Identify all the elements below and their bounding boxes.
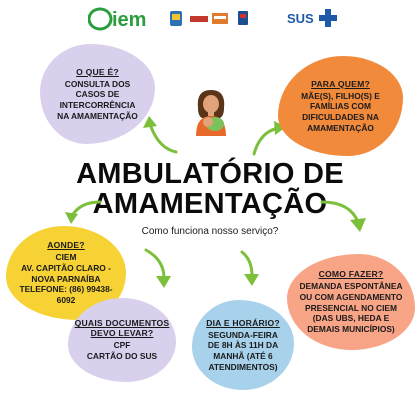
documentos-line: CARTÃO DO SUS [86,351,158,361]
dia-horario-card: DIA E HORÁRIO? SEGUNDA-FEIRA DE 8H ÀS 11… [192,300,294,390]
documentos-question: QUAIS DOCUMENTOS [74,318,170,329]
como-fazer-line: DEMAIS MUNICÍPIOS) [307,324,395,335]
sus-logo-icon: SUS [287,9,337,27]
page-subtitle: Como funciona nosso serviço? [141,226,279,237]
page-title: AMBULATÓRIO DE AMAMENTAÇÃO [0,160,420,219]
partner-logos-icon [170,11,248,26]
como-fazer-answer: DEMANDA ESPONTÂNEA OU COM AGENDAMENTO PR… [300,281,403,335]
iem-logo-icon: iem [87,7,146,31]
como-fazer-card: COMO FAZER? DEMANDA ESPONTÂNEA OU COM AG… [287,254,415,350]
arrow-to-o-que-e-icon [143,116,178,154]
como-fazer-question: COMO FAZER? [318,269,384,280]
para-quem-line: DIFICULDADES NA [302,112,379,122]
documentos-question-line2: DEVO LEVAR? [90,328,154,339]
para-quem-card: PARA QUEM? MÃE(S), FILHO(S) E FAMÍLIAS C… [278,56,403,156]
documentos-answer: CPF CARTÃO DO SUS [87,340,157,362]
aonde-line: TELEFONE: (86) 99438- [19,284,113,295]
dia-horario-answer: SEGUNDA-FEIRA DE 8H ÀS 11H DA MANHÃ (ATÉ… [208,330,278,373]
o-que-e-card: O QUE É? CONSULTA DOS CASOS DE INTERCORR… [40,44,155,144]
arrow-to-dia-horario-icon [240,250,259,286]
dia-horario-line: DE 8H ÀS 11H DA [207,340,279,351]
o-que-e-line: CASOS DE [75,89,120,100]
como-fazer-line: OU COM AGENDAMENTO [299,291,403,302]
como-fazer-line: PRESENCIAL NO CIEM [305,302,397,313]
mother-baby-icon [190,86,232,136]
sus-logo: SUS [287,7,339,29]
partner-logos [168,9,268,34]
dia-horario-line: MANHÃ (ATÉ 6 [213,351,273,361]
o-que-e-line: INTERCORRÊNCIA [59,100,136,110]
header-logos: iem SUS [0,0,420,40]
o-que-e-answer: CONSULTA DOS CASOS DE INTERCORRÊNCIA NA … [57,79,138,122]
como-fazer-line: DEMANDA ESPONTÂNEA [299,281,403,292]
sus-logo-text: SUS [287,11,314,26]
documentos-line: CPF [113,340,131,351]
o-que-e-line: NA AMAMENTAÇÃO [57,110,138,121]
aonde-line: CIEM [55,252,77,263]
para-quem-line: AMAMENTAÇÃO [307,122,374,133]
page-title-line1: AMBULATÓRIO DE [76,158,344,190]
page-title-line2: AMAMENTAÇÃO [92,188,328,220]
arrow-to-aonde-icon [65,200,102,224]
aonde-answer: CIEM AV. CAPITÃO CLARO - NOVA PARNAÍBA T… [19,252,112,306]
para-quem-answer: MÃE(S), FILHO(S) E FAMÍLIAS COM DIFICULD… [301,91,380,134]
aonde-question: AONDE? [47,240,85,251]
iem-logo-text: iem [112,9,146,31]
arrow-to-para-quem-icon [252,121,286,156]
dia-horario-line: ATENDIMENTOS) [208,361,278,372]
aonde-line: 6092 [56,295,76,306]
o-que-e-line: CONSULTA DOS [64,78,131,89]
arrow-to-como-fazer-icon [320,200,366,232]
para-quem-question: PARA QUEM? [311,78,370,89]
o-que-e-question: O QUE É? [76,66,119,77]
iem-logo: iem [87,6,154,32]
aonde-line: NOVA PARNAÍBA [31,273,101,284]
para-quem-line: FAMÍLIAS COM [310,101,371,112]
dia-horario-line: SEGUNDA-FEIRA [208,329,278,340]
arrow-to-documentos-icon [144,248,171,288]
aonde-line: AV. CAPITÃO CLARO - [21,262,111,273]
dia-horario-question: DIA E HORÁRIO? [206,317,280,328]
documentos-card: QUAIS DOCUMENTOS DEVO LEVAR? CPF CARTÃO … [68,298,176,382]
como-fazer-line: (DAS UBS, HEDA E [312,313,390,324]
para-quem-line: MÃE(S), FILHO(S) E [301,90,380,101]
